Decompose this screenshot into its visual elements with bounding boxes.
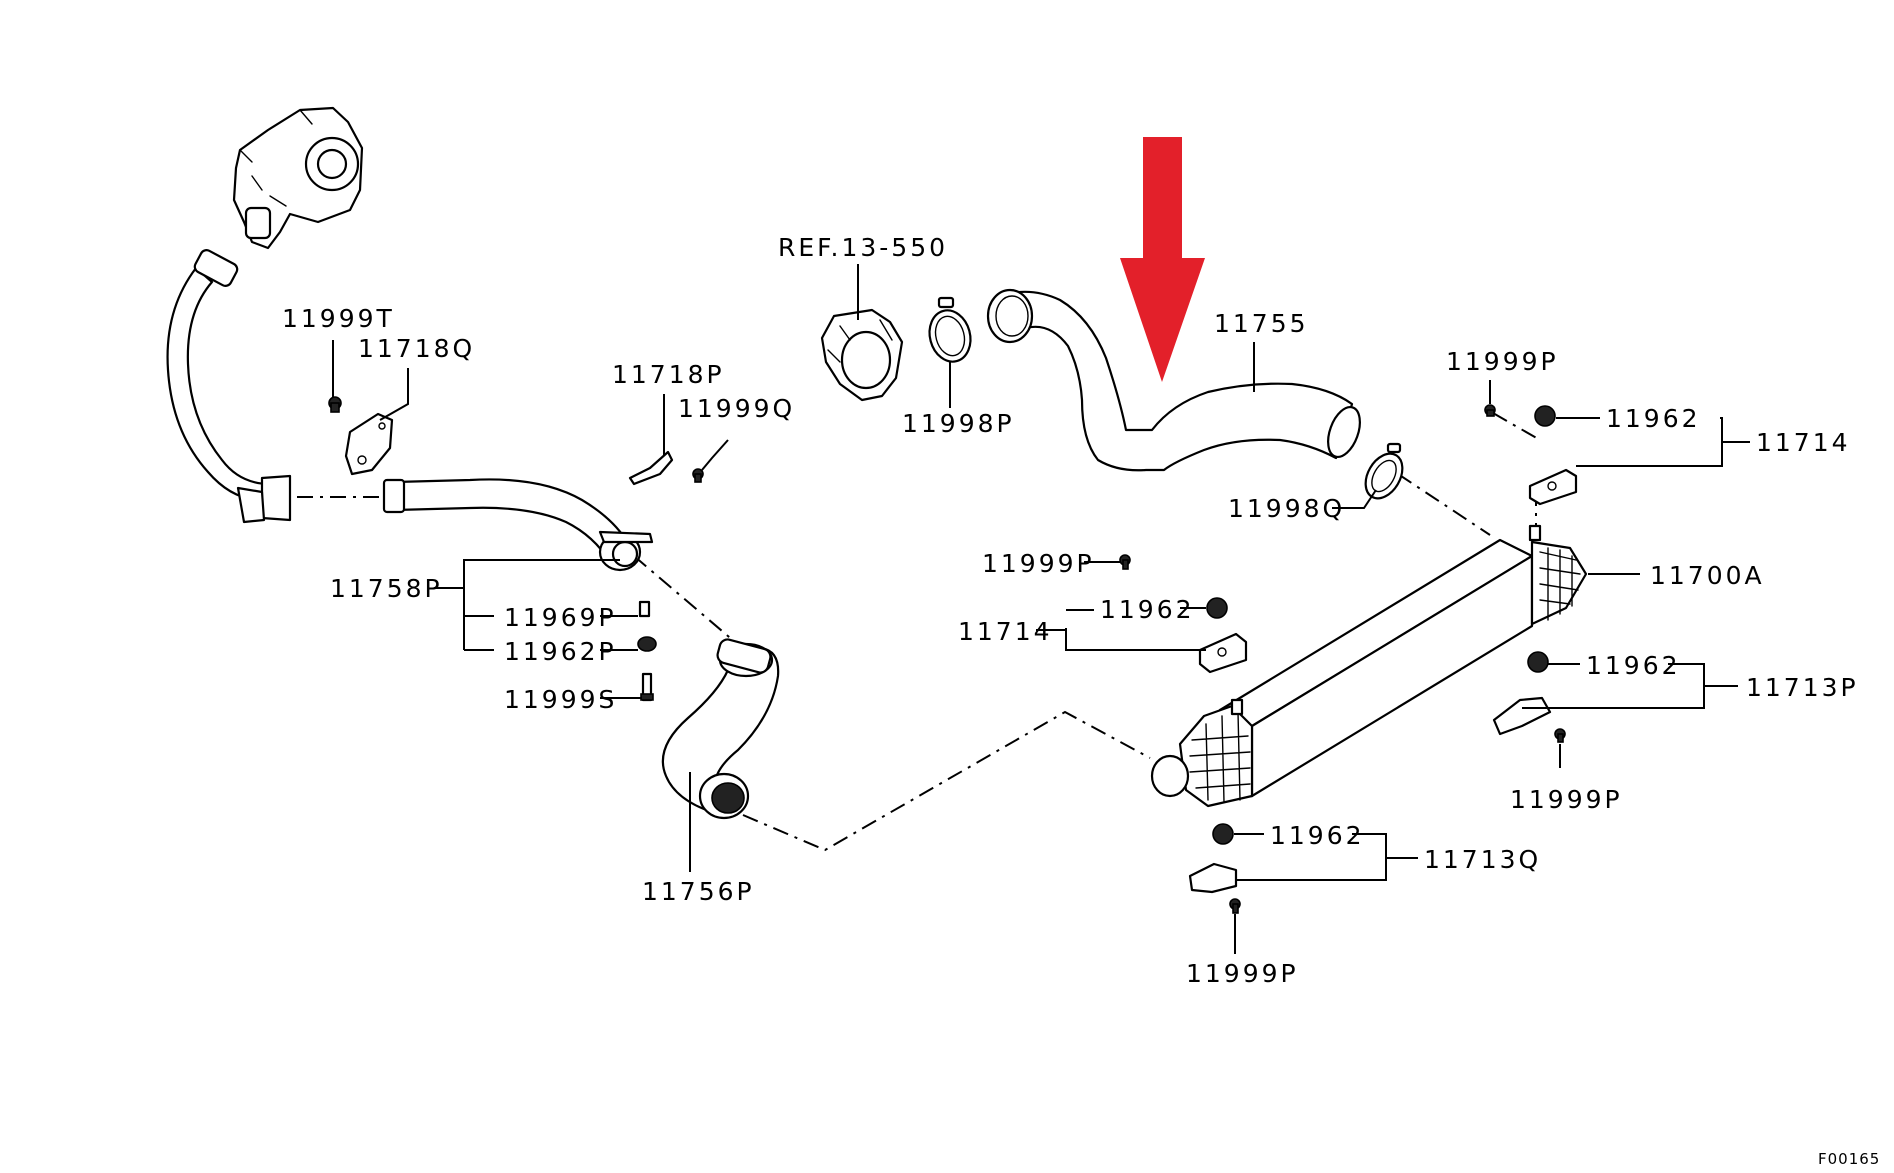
bracket-11714-upper bbox=[1528, 468, 1578, 506]
label-11755: 11755 bbox=[1214, 309, 1309, 338]
label-11998P: 11998P bbox=[902, 409, 1015, 438]
bracket-11718Q bbox=[344, 412, 394, 476]
lower-hose-11756P bbox=[661, 638, 780, 820]
label-11756P: 11756P bbox=[642, 877, 755, 906]
grommet-11962P bbox=[637, 636, 657, 652]
label-11999P-mid: 11999P bbox=[982, 549, 1095, 578]
bolt-11999S bbox=[640, 672, 654, 702]
label-11962-bottom: 11962 bbox=[1270, 821, 1365, 850]
intake-pipe-11758P bbox=[382, 478, 654, 572]
label-11999P-bottom: 11999P bbox=[1186, 959, 1299, 988]
figure-code: F00165 bbox=[1818, 1150, 1880, 1168]
arrow-down-icon bbox=[1120, 137, 1205, 382]
label-11999T: 11999T bbox=[282, 304, 395, 333]
bolt-11999P-top bbox=[1484, 404, 1496, 417]
label-ref-13-550: REF.13-550 bbox=[778, 233, 948, 262]
leader-lines bbox=[332, 264, 1750, 954]
bracket-11714-lower bbox=[1198, 632, 1248, 674]
label-11758P: 11758P bbox=[330, 574, 443, 603]
label-11962-top: 11962 bbox=[1606, 404, 1701, 433]
label-11700A: 11700A bbox=[1650, 561, 1765, 590]
bolt-11999P-bottom bbox=[1229, 898, 1241, 914]
bolt-11999P-right bbox=[1554, 728, 1566, 743]
label-11962-mid: 11962 bbox=[1100, 595, 1195, 624]
label-11713Q: 11713Q bbox=[1424, 845, 1541, 874]
label-11969P: 11969P bbox=[504, 603, 617, 632]
label-11714-left: 11714 bbox=[958, 617, 1053, 646]
label-11998Q: 11998Q bbox=[1228, 494, 1345, 523]
label-11999P-top: 11999P bbox=[1446, 347, 1559, 376]
turbocharger bbox=[232, 106, 364, 250]
grommet-11962-top bbox=[1534, 405, 1556, 427]
throttle-body bbox=[820, 308, 904, 402]
bracket-11713Q bbox=[1188, 862, 1238, 894]
label-11999Q: 11999Q bbox=[678, 394, 795, 423]
intercooler-11700A bbox=[1150, 524, 1588, 808]
clip-11969P bbox=[638, 600, 651, 618]
label-11714-right: 11714 bbox=[1756, 428, 1851, 457]
label-11962P: 11962P bbox=[504, 637, 617, 666]
bracket-11718P bbox=[628, 450, 674, 486]
grommet-11962-bottom bbox=[1212, 823, 1234, 845]
clamp-11998P bbox=[928, 296, 972, 363]
upper-left-hose bbox=[166, 249, 292, 524]
label-11962-right: 11962 bbox=[1586, 651, 1681, 680]
label-11999S: 11999S bbox=[504, 685, 617, 714]
clamp-11998Q bbox=[1364, 442, 1404, 500]
intercooler-outlet-hose-11755 bbox=[986, 288, 1361, 472]
bolt-11999P-mid bbox=[1119, 554, 1131, 570]
bolt-11999Q bbox=[692, 468, 704, 483]
bracket-11713P bbox=[1492, 696, 1552, 736]
label-11713P: 11713P bbox=[1746, 673, 1859, 702]
label-11718Q: 11718Q bbox=[358, 334, 475, 363]
label-11999P-right: 11999P bbox=[1510, 785, 1623, 814]
grommet-11962-right bbox=[1527, 651, 1549, 673]
part-labels: 11999T 11718Q 11718P 11999Q 11758P 11969… bbox=[282, 233, 1880, 1168]
bolt-11999T bbox=[328, 396, 342, 413]
grommet-11962-mid bbox=[1206, 597, 1228, 619]
label-11718P: 11718P bbox=[612, 360, 725, 389]
